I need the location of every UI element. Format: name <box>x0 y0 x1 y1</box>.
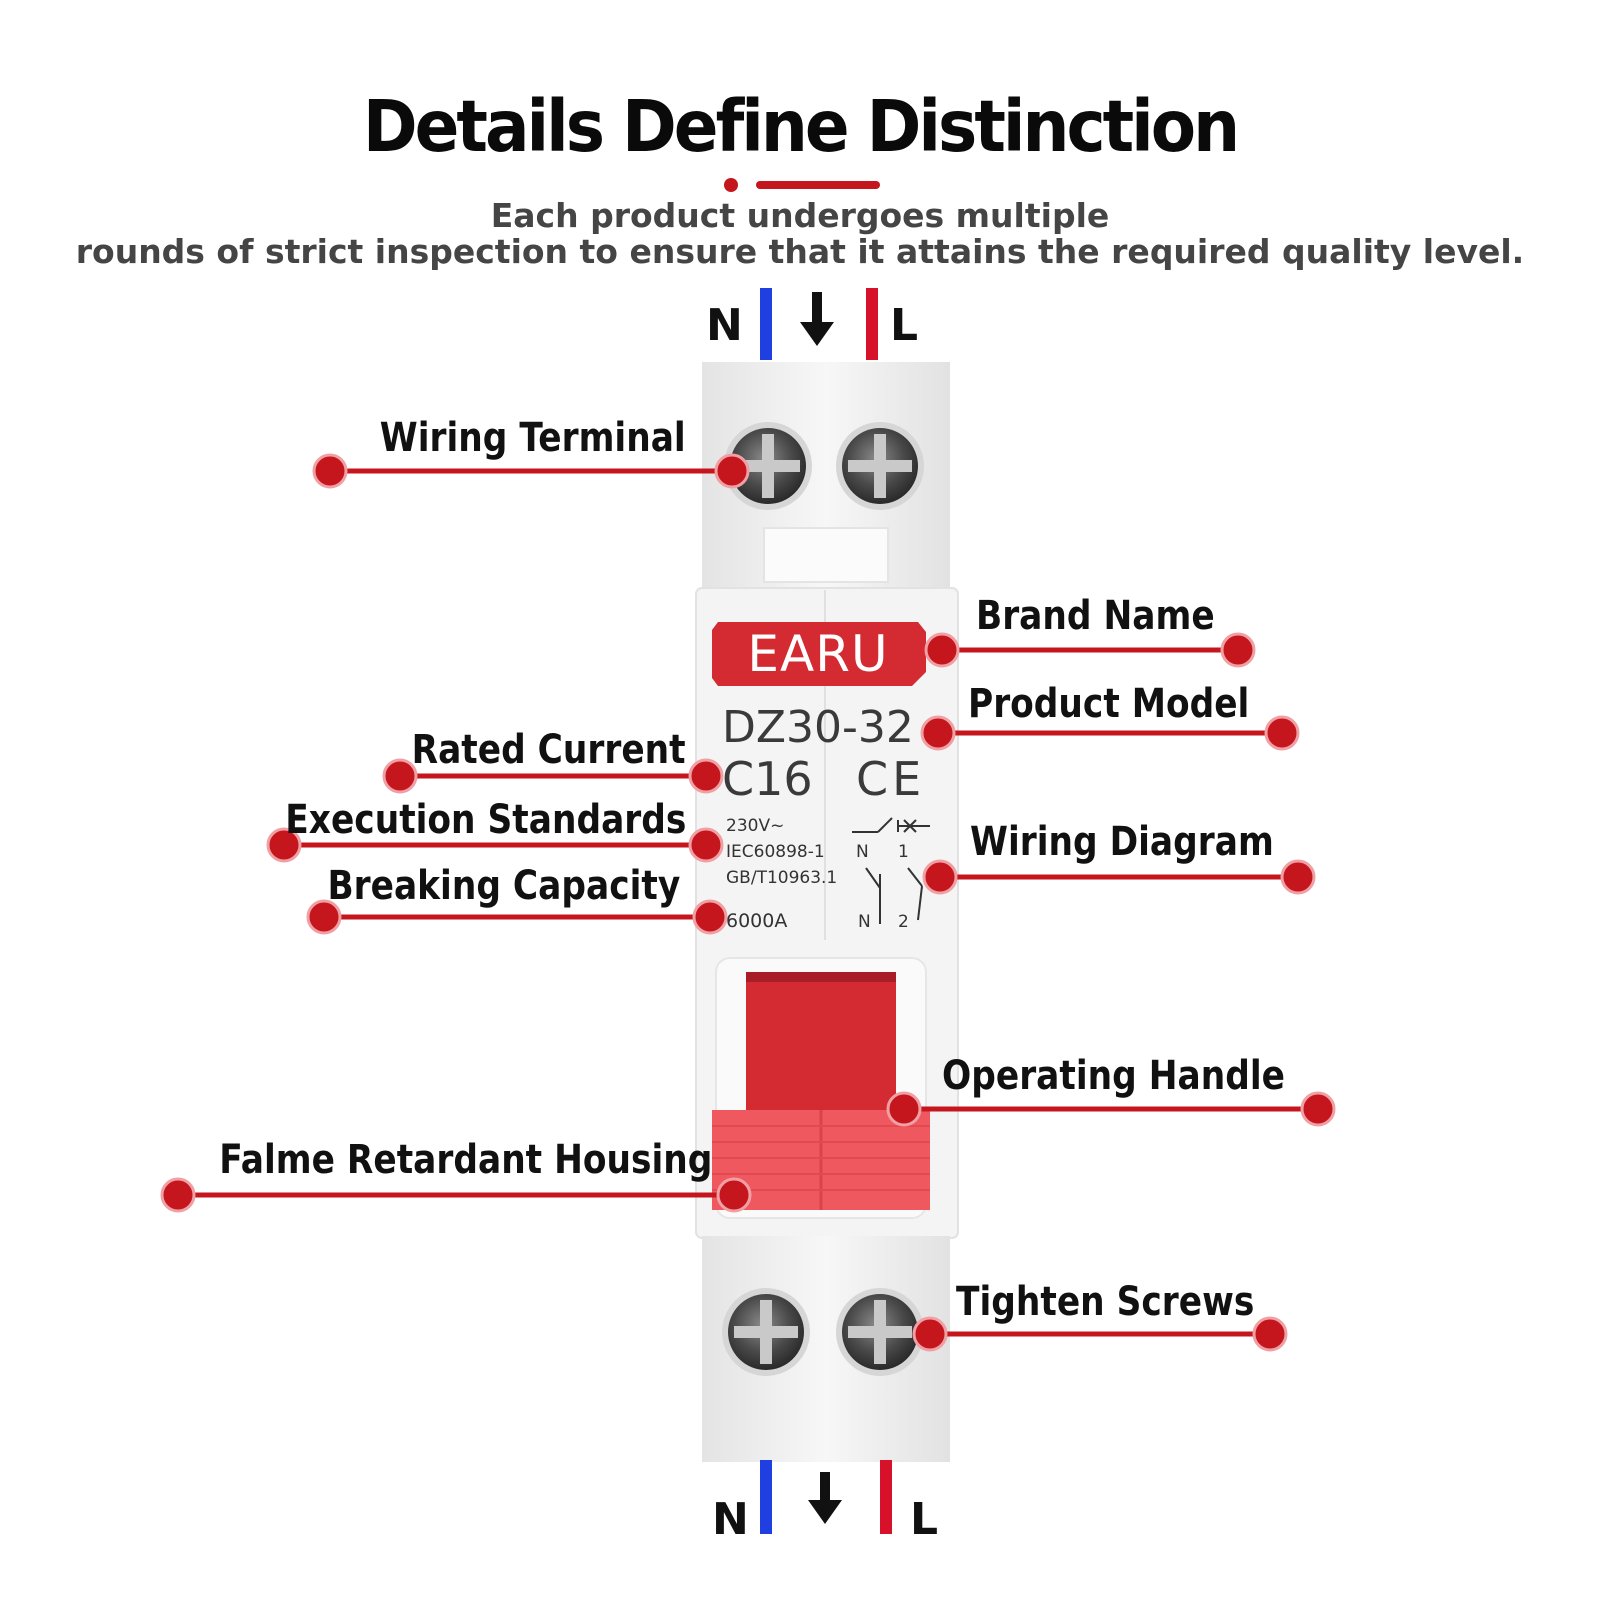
ce-mark: CE <box>856 752 926 806</box>
handle-lever <box>746 972 896 1120</box>
top-neutral-label: N <box>706 300 743 351</box>
bottom-live-wire <box>880 1460 892 1534</box>
model-text: DZ30-32 <box>722 702 914 753</box>
screw-top-right <box>836 422 924 510</box>
callout-tighten-screws: Tighten Screws <box>956 1279 1255 1325</box>
screw-bottom-right <box>836 1288 924 1376</box>
callout-housing: Falme Retardant Housing <box>218 1137 712 1183</box>
top-live-label: L <box>890 300 919 351</box>
callout-execution-standards: Execution Standards <box>284 797 686 843</box>
callout-breaking-capacity: Breaking Capacity <box>327 863 680 909</box>
underline-bar <box>756 181 880 189</box>
wiring-diagram-symbol <box>852 817 930 924</box>
bottom-live-label: L <box>910 1494 939 1545</box>
callout-leaders <box>178 468 1318 1337</box>
brand-badge <box>712 622 926 686</box>
underline-dot <box>724 178 738 192</box>
top-neutral-wire <box>760 288 772 360</box>
subtitle-line1: Each product undergoes multiple <box>490 196 1110 235</box>
bottom-neutral-wire <box>760 1460 772 1534</box>
callout-product-model: Product Model <box>968 681 1250 727</box>
callout-operating-handle: Operating Handle <box>942 1053 1285 1099</box>
callout-brand-name: Brand Name <box>976 593 1215 639</box>
brand-logo-text: EARU <box>747 625 889 683</box>
handle-lever-shade <box>746 972 896 982</box>
diagram-label-n-top: N <box>856 842 869 862</box>
page-title: Details Define Distinction <box>362 84 1240 169</box>
diagram-label-2: 2 <box>898 912 909 932</box>
top-live-wire <box>866 288 878 360</box>
diagram-label-n-bottom: N <box>858 912 871 932</box>
rating-text: C16 <box>722 752 813 806</box>
callout-wiring-diagram: Wiring Diagram <box>970 819 1274 865</box>
subtitle-line2: rounds of strict inspection to ensure th… <box>75 232 1525 271</box>
callout-rated-current: Rated Current <box>411 727 686 773</box>
screw-bottom-left <box>722 1288 810 1376</box>
screw-top-left <box>724 422 812 510</box>
callout-wiring-terminal: Wiring Terminal <box>380 415 686 461</box>
voltage-text: 230V~ <box>726 816 785 836</box>
bottom-neutral-label: N <box>712 1494 749 1545</box>
callout-dots <box>160 453 1336 1352</box>
standard1-text: IEC60898-1 <box>726 842 825 862</box>
standard2-text: GB/T10963.1 <box>726 868 838 888</box>
top-down-arrow-icon <box>800 292 834 346</box>
bottom-down-arrow-icon <box>808 1472 842 1524</box>
diagram-label-1: 1 <box>898 842 909 862</box>
terminal-slot <box>763 527 889 583</box>
breaking-text: 6000A <box>726 910 788 932</box>
